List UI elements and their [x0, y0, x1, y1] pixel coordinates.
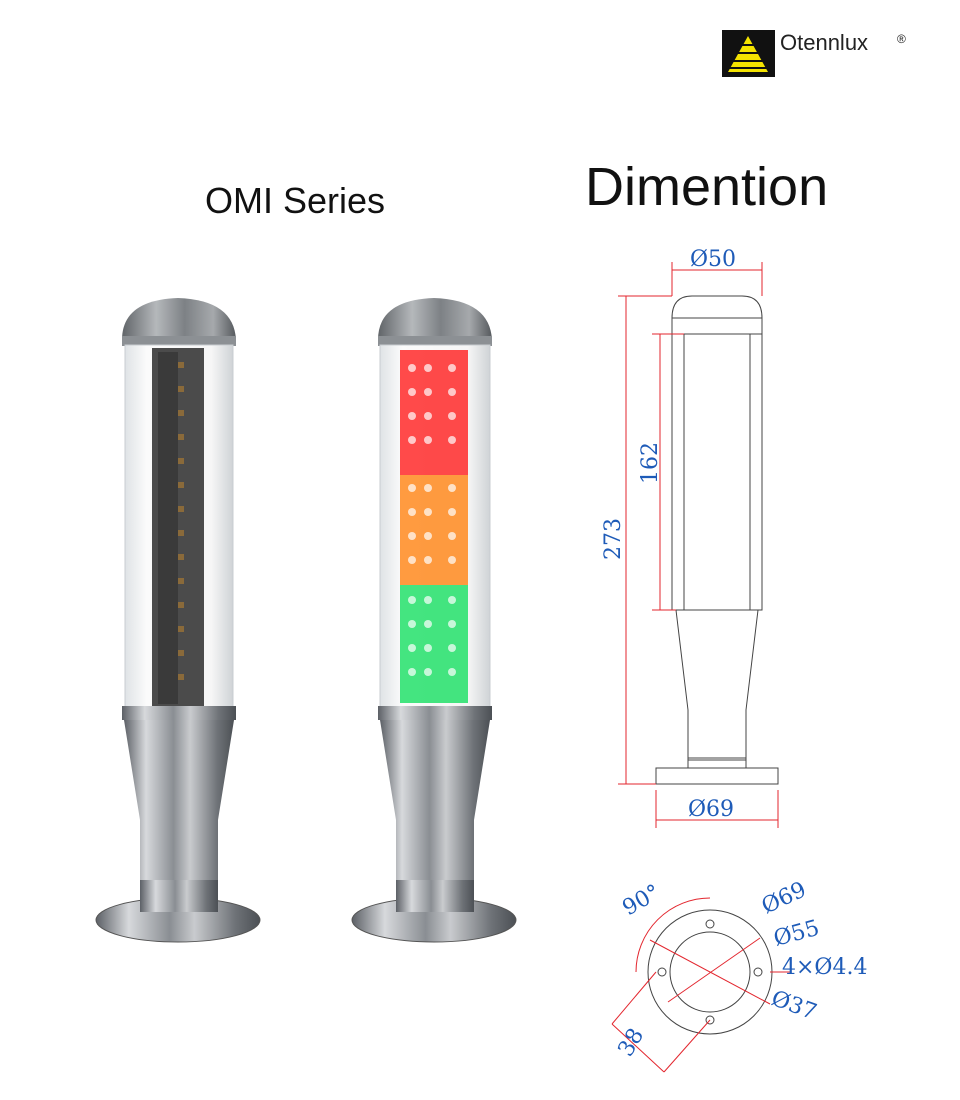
- dimension-title: Dimention: [585, 157, 829, 217]
- label-pcd: Ø55: [771, 916, 822, 952]
- label-top-diameter: Ø50: [690, 247, 736, 272]
- label-outer-diameter: Ø69: [758, 877, 810, 919]
- brand-name: Otennlux: [780, 30, 869, 55]
- label-holes: 4×Ø4.4: [782, 955, 867, 980]
- dimension-lines-side: [618, 262, 779, 828]
- product-on-image: [351, 298, 517, 943]
- product-off-image: [95, 298, 261, 943]
- series-title: OMI Series: [205, 180, 386, 221]
- label-total-height: 273: [601, 518, 626, 560]
- dimension-drawing-side: [655, 295, 779, 785]
- brand-registered-mark: ®: [897, 32, 906, 46]
- led-dots-on: [408, 364, 456, 676]
- label-inner-diameter: Ø37: [768, 986, 820, 1025]
- label-base-diameter: Ø69: [688, 797, 734, 822]
- label-light-height: 162: [638, 442, 663, 484]
- led-column-off: [178, 362, 184, 680]
- dimension-drawing-base: [611, 897, 790, 1073]
- label-angle: 90°: [619, 880, 665, 921]
